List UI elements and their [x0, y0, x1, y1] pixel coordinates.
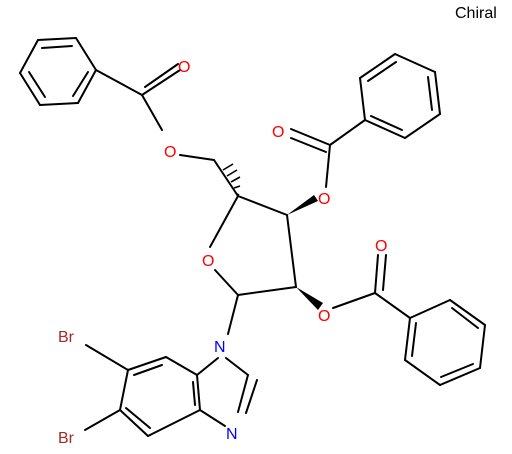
atom-O-ester5: O	[164, 144, 176, 161]
ester-group-2prime	[332, 254, 411, 319]
atom-O-ester2: O	[318, 308, 330, 325]
chiral-label: Chiral	[455, 5, 497, 22]
atom-Br-top: Br	[58, 329, 75, 346]
atom-O-ring: O	[202, 253, 214, 270]
ester-group-3prime	[290, 119, 366, 188]
hashed-wedge-c4-c5	[222, 163, 241, 196]
glycosidic-bond	[227, 294, 239, 335]
wedge-bond-c2-o	[296, 287, 323, 310]
benzene-ring-top-left	[19, 37, 97, 106]
benzimidazole-core	[84, 344, 258, 437]
atom-O-carbonyl5: O	[178, 59, 190, 76]
benzene-ring-top-right	[359, 53, 441, 139]
atom-Br-bottom: Br	[58, 430, 75, 447]
benzene-ring-bottom-right	[404, 299, 486, 386]
atom-N3: N	[226, 426, 238, 443]
ester-group-5prime	[95, 63, 239, 197]
atom-O-carbonyl2: O	[375, 238, 387, 255]
atom-O-ester3: O	[318, 191, 330, 208]
atom-N1: N	[214, 339, 226, 356]
furanose-ring	[209, 195, 297, 296]
wedge-bond-c3-o	[287, 195, 318, 215]
atom-O-carbonyl3: O	[272, 124, 284, 141]
